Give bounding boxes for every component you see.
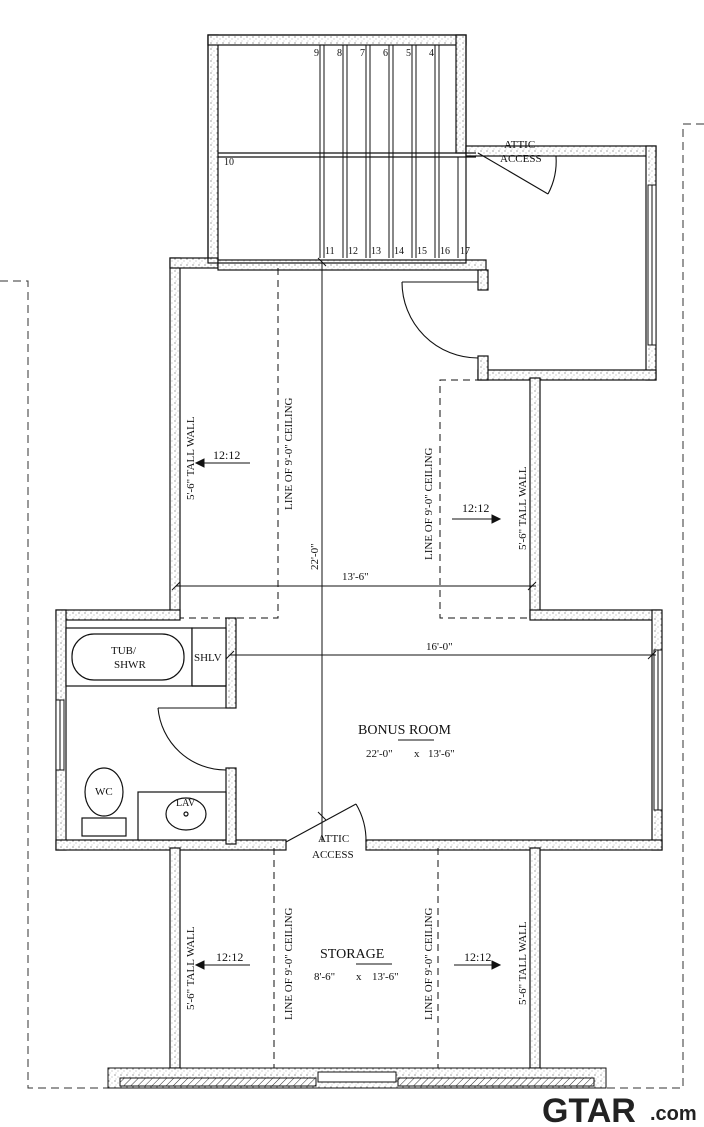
stair-number: 14 [394,246,404,257]
ceiling-line-label: LINE OF 9'-0" CEILING [283,907,295,1020]
stair-treads [319,45,459,258]
shelves-label: SHLV [194,652,222,664]
tub-label: SHWR [114,659,146,671]
tub-label: TUB/ [111,645,137,657]
dim-upper-width: 13'-6" [342,571,369,583]
storage-depth: 13'-6" [372,971,399,983]
tall-wall-label: 5'-6" TALL WALL [185,926,197,1010]
stair-number: 5 [406,48,411,59]
ceiling-lines [180,268,530,1068]
stair-number: 4 [429,48,434,59]
stair-number: 11 [325,246,335,257]
gtar-logo: GTAR .com [542,1092,697,1127]
lav-label: LAV [176,798,196,809]
stair-number: 9 [314,48,319,59]
bonus-room-width: 22'-0" [366,748,393,760]
attic-access-label: ACCESS [312,849,354,861]
stair-number: 15 [417,246,427,257]
ceiling-line-label: LINE OF 9'-0" CEILING [423,447,435,560]
bonus-room-name: BONUS ROOM [358,723,452,738]
attic-box [207,34,476,264]
storage-width: 8'-6" [314,971,335,983]
stair-number: 6 [383,48,388,59]
toilet-bowl [84,767,124,817]
doors [157,152,557,843]
stair-number: 10 [224,157,234,168]
stair-number: 8 [337,48,342,59]
stair-number: 13 [371,246,381,257]
tall-wall-label: 5'-6" TALL WALL [517,921,529,1005]
dim-bonus-width: 16'-0" [426,641,453,653]
pitch-label: 12:12 [464,950,491,964]
bonus-room-x: x [414,748,420,760]
bonus-room-depth: 13'-6" [428,748,455,760]
stair-number: 7 [360,48,365,59]
tall-wall-label: 5'-6" TALL WALL [185,416,197,500]
ceiling-line-label: LINE OF 9'-0" CEILING [283,397,295,510]
logo-text: GTAR [542,1092,636,1127]
toilet-tank [81,817,127,837]
pitch-label: 12:12 [213,448,240,462]
bath-fixtures [65,627,227,841]
storage-name: STORAGE [320,947,384,962]
stair-numbers: 9 8 7 6 5 4 10 11 12 13 14 15 16 17 [224,48,470,257]
storage-x: x [356,971,362,983]
eave-lines [0,123,704,1089]
pitch-label: 12:12 [216,950,243,964]
wc-label: WC [95,786,113,798]
pitch-label: 12:12 [462,501,489,515]
logo-suffix: .com [650,1103,697,1125]
walls [55,34,663,1069]
pitch-arrows [194,458,502,970]
dimension-lines [171,257,657,842]
tall-wall-label: 5'-6" TALL WALL [517,466,529,550]
windows [55,184,663,811]
foundation-strip [107,1067,607,1089]
dim-upper-height: 22'-0" [309,543,321,570]
ceiling-line-label: LINE OF 9'-0" CEILING [423,907,435,1020]
stair-number: 12 [348,246,358,257]
stair-number: 16 [440,246,450,257]
stair-number: 17 [460,246,470,257]
attic-access-label: ACCESS [500,153,542,165]
attic-access-label: ATTIC [318,833,349,845]
labels: ATTIC ACCESS 5'-6" TALL WALL LINE OF 9'-… [95,139,542,1020]
attic-access-label: ATTIC [504,139,535,151]
